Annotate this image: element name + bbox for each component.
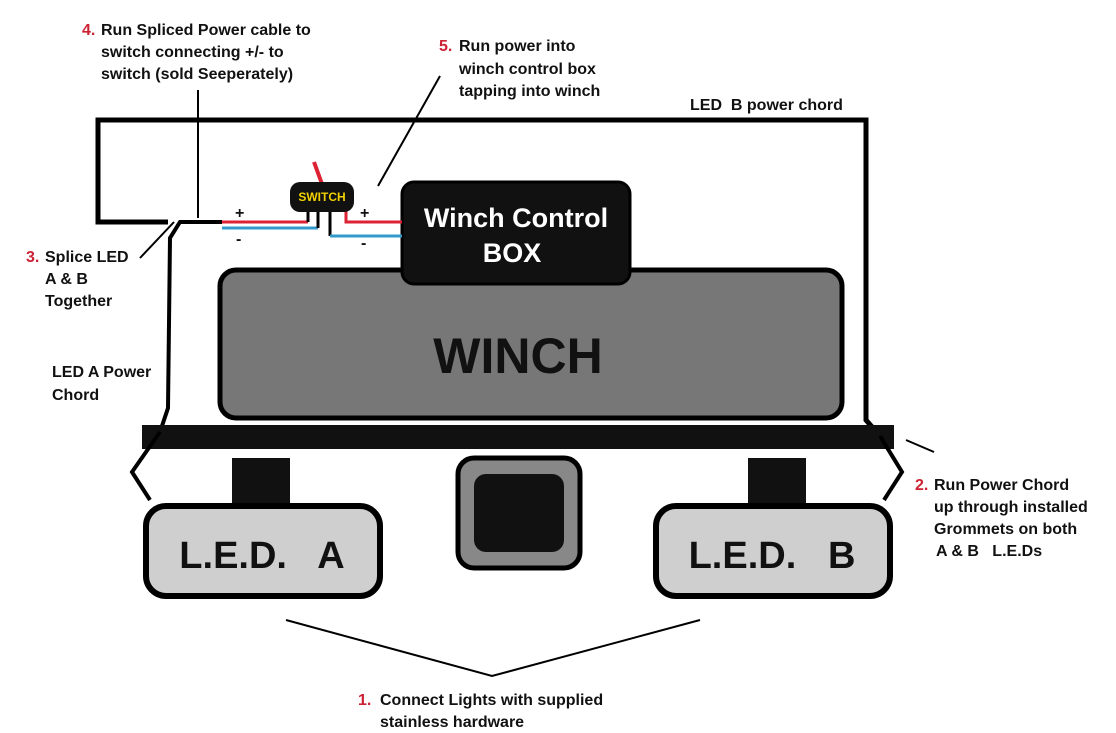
step-3-line-3: Together [45,293,112,310]
step-2-line-1: Run Power Chord [934,477,1069,494]
led-b-mount [748,458,806,506]
step-5-number: 5. [439,38,452,55]
step-2-number: 2. [915,477,928,494]
bumper-bar [142,425,894,449]
leader-step-2 [905,439,935,453]
led-b-cord-drop [878,434,905,502]
step-2-line-4: A & B L.E.Ds [936,543,1042,560]
step-5-line-2: winch control box [458,61,596,78]
step-5-line-3: tapping into winch [459,83,600,100]
control-box-label-line1: Winch Control [424,203,608,233]
step-1-number: 1. [358,692,371,709]
step-3-line-2: A & B [45,271,88,288]
step-5-line-1: Run power into [459,38,576,55]
led-a-power-label-line1: LED A Power [52,364,151,381]
switch-toggle [312,161,324,185]
leader-step-5 [377,75,441,187]
led-b-power-label: LED B power chord [690,97,843,114]
positive-wire-out [344,210,402,224]
step-2-line-2: up through installed [934,499,1088,516]
led-a-label: L.E.D. A [179,535,344,577]
step-4-number: 4. [82,22,95,39]
step-4-line-2: switch connecting +/- to [101,44,284,61]
winch-control-box [400,180,632,286]
step-1-line-1: Connect Lights with supplied [380,692,603,709]
control-box-label-line2: BOX [483,238,542,268]
winch-label: WINCH [433,328,602,384]
step-4-line-1: Run Spliced Power cable to [101,22,311,39]
switch-body [290,182,354,212]
step-1-line-2: stainless hardware [380,714,524,731]
minus-sign-right: - [361,235,366,252]
plus-sign-left: + [235,205,244,222]
plus-sign-right: + [360,205,369,222]
step-4-line-3: switch (sold Seeperately) [101,66,293,83]
led-b-label: L.E.D. B [689,535,856,577]
leader-step-3 [139,221,175,259]
hitch-receiver-opening [474,474,564,552]
led-a-power-cord [158,220,222,433]
step-2-line-3: Grommets on both [934,521,1077,538]
led-b-power-cord [95,117,882,438]
leader-step-1 [285,619,701,678]
led-b-light [653,503,893,599]
led-a-mount [232,458,290,506]
led-a-power-label-line2: Chord [52,387,99,404]
switch-label: SWITCH [298,190,345,204]
led-a-cord-drop [129,430,162,502]
minus-sign-left: - [236,231,241,248]
step-3-number: 3. [26,249,39,266]
led-a-light [143,503,383,599]
step-3-line-1: Splice LED [45,249,129,266]
